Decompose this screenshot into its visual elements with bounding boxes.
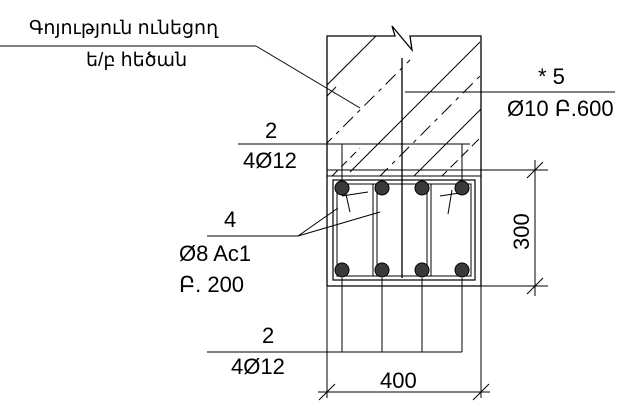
rebar-bottom-4 [454, 262, 470, 278]
dimension-width [318, 286, 490, 401]
rebar-bottom-3 [414, 262, 430, 278]
rebar-top-2 [374, 180, 390, 196]
pos4-spec: Ø8 Ac1 [179, 241, 251, 266]
dimension-width-label: 400 [380, 368, 417, 393]
rebar-top-1 [334, 180, 350, 196]
leader-lines [0, 45, 615, 353]
pos2-bottom-number: 2 [262, 323, 274, 348]
stirrup-outer [332, 179, 476, 281]
dimension-height [481, 160, 548, 296]
existing-wall-label-line2: ե/բ հեծան [86, 50, 187, 71]
pos2-top-number: 2 [265, 118, 277, 143]
beam-section [326, 144, 482, 352]
pos2-top-spec: 4Ø12 [243, 148, 297, 173]
pos4-number: 4 [224, 207, 236, 232]
existing-wall-label-line1: Գոյություն ունեցող [29, 18, 219, 39]
pos2-bottom-spec: 4Ø12 [231, 354, 285, 379]
pos4-step: Բ. 200 [179, 272, 244, 297]
stirrup-outer-inner [336, 183, 472, 277]
pos5-spec: Ø10 Բ.600 [507, 96, 614, 121]
dimension-height-label: 300 [509, 213, 534, 250]
rebar-bottom-1 [334, 262, 350, 278]
rebar-top-3 [414, 180, 430, 196]
rebar-bottom-2 [374, 262, 390, 278]
rebar-top-4 [454, 180, 470, 196]
pos5-mark: * 5 [538, 64, 565, 89]
rebar-dots [334, 180, 470, 278]
